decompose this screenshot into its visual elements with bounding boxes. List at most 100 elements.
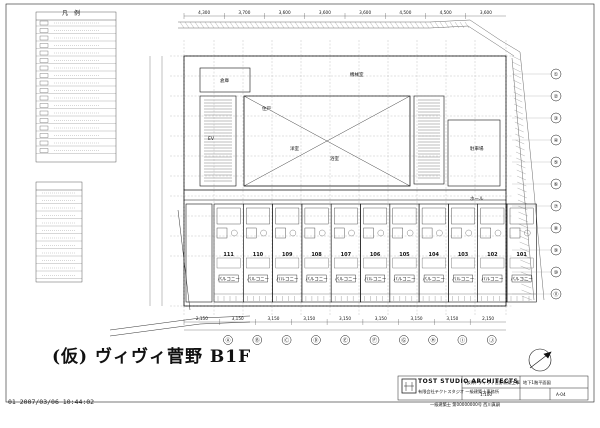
title-block bbox=[397, 375, 589, 401]
svg-text:Ⓘ: Ⓘ bbox=[460, 337, 465, 344]
unit-109: 109 バルコニー bbox=[272, 203, 303, 303]
svg-text:⑩: ⑩ bbox=[554, 270, 559, 276]
unit-105: 105 バルコニー bbox=[389, 203, 420, 303]
grid-bubble-right: ④ bbox=[512, 134, 562, 146]
dimension-top: 3,600 bbox=[359, 10, 371, 15]
unit-102: 102 バルコニー bbox=[477, 203, 508, 303]
room-label: 住戸 bbox=[262, 105, 271, 112]
unit-number: 110 bbox=[253, 252, 264, 258]
svg-text:②: ② bbox=[554, 94, 559, 100]
north-arrow-icon bbox=[528, 348, 552, 372]
svg-text:Ⓕ: Ⓕ bbox=[372, 337, 377, 344]
balcony-label: バルコニー bbox=[335, 277, 358, 283]
svg-text:Ⓖ: Ⓖ bbox=[401, 337, 406, 344]
grid-bubble-right: ⑧ bbox=[512, 222, 562, 234]
unit-107: 107 バルコニー bbox=[330, 203, 361, 303]
grid-bubble-right: ⑩ bbox=[512, 266, 562, 278]
dimension-top: 3,600 bbox=[319, 10, 331, 15]
unit-number: 109 bbox=[282, 252, 293, 258]
room-label: 倉庫 bbox=[220, 77, 229, 84]
grid-bubble-bottom: Ⓐ bbox=[223, 335, 233, 345]
dimension-bottom: 3,150 bbox=[411, 316, 423, 321]
unit-number: 101 bbox=[516, 252, 527, 258]
unit-number: 111 bbox=[223, 252, 234, 258]
unit-number: 103 bbox=[458, 252, 469, 258]
room-label: 駐車場 bbox=[470, 145, 484, 152]
unit-number: 102 bbox=[487, 252, 498, 258]
unit-number: 106 bbox=[370, 252, 381, 258]
fax-timestamp: 01 2007/03/06 10:44:02 bbox=[8, 398, 95, 406]
dimension-bottom: 3,150 bbox=[303, 316, 315, 321]
grid-bubble-right: ⑪ bbox=[512, 288, 562, 300]
unit-number: 107 bbox=[341, 252, 352, 258]
unit-number: 105 bbox=[399, 252, 410, 258]
svg-text:Ⓗ: Ⓗ bbox=[431, 337, 436, 344]
unit-number: 108 bbox=[311, 252, 322, 258]
grid-bubble-right: ② bbox=[512, 90, 562, 102]
svg-text:①: ① bbox=[554, 72, 559, 78]
building-outline bbox=[183, 55, 507, 307]
grid-bubble-bottom: Ⓖ bbox=[399, 335, 409, 345]
svg-text:Ⓓ: Ⓓ bbox=[313, 337, 318, 344]
grid-bubble-right: ⑤ bbox=[512, 156, 562, 168]
svg-text:⑦: ⑦ bbox=[554, 204, 559, 210]
unit-number: 104 bbox=[429, 252, 440, 258]
grid-bubble-right: ③ bbox=[512, 112, 562, 124]
svg-text:Ⓒ: Ⓒ bbox=[284, 337, 289, 344]
dimension-top: 3,700 bbox=[238, 10, 250, 15]
svg-text:③: ③ bbox=[554, 116, 558, 122]
dimension-top: 4,500 bbox=[440, 10, 452, 15]
balcony-label: バルコニー bbox=[510, 277, 533, 283]
balcony-label: バルコニー bbox=[423, 277, 446, 283]
svg-text:⑥: ⑥ bbox=[554, 182, 559, 188]
balcony-label: バルコニー bbox=[481, 277, 504, 283]
unit-row: 111バルコニー110バルコニー109バルコニー108バルコニー107バルコニー… bbox=[185, 203, 537, 303]
balcony-label: バルコニー bbox=[276, 277, 299, 283]
dimension-bottom: 3,150 bbox=[339, 316, 351, 321]
unit-108: 108 バルコニー bbox=[301, 203, 332, 303]
svg-text:Ⓔ: Ⓔ bbox=[343, 337, 348, 344]
grid-bubble-right: ⑥ bbox=[512, 178, 562, 190]
legend-title: 凡 例 bbox=[62, 10, 81, 17]
dimension-top: 4,300 bbox=[198, 10, 210, 15]
svg-text:Ⓑ: Ⓑ bbox=[255, 337, 260, 344]
svg-text:⑧: ⑧ bbox=[554, 226, 559, 232]
svg-text:Ⓐ: Ⓐ bbox=[225, 337, 230, 344]
balcony-label: バルコニー bbox=[305, 277, 328, 283]
dimension-bottom: 3,150 bbox=[446, 316, 458, 321]
svg-text:Ⓙ: Ⓙ bbox=[489, 337, 494, 344]
dimension-bottom: 2,150 bbox=[196, 316, 208, 321]
legend-panel bbox=[35, 11, 117, 283]
grid-bubble-right: ⑨ bbox=[512, 244, 562, 256]
grid-bubble-bottom: Ⓑ bbox=[252, 335, 263, 345]
grid-bubble-bottom: Ⓓ bbox=[311, 335, 321, 345]
room-label: 浴室 bbox=[330, 155, 339, 162]
drawing-title: 地下1階平面図 bbox=[523, 380, 551, 385]
dimension-bottom: 2,150 bbox=[482, 316, 494, 321]
dimension-lines bbox=[149, 15, 506, 331]
grid-bubble-bottom: Ⓘ bbox=[457, 335, 468, 345]
firm-name: TOST STUDIO ARCHITECTS bbox=[418, 378, 519, 385]
firm-name-jp: 有限会社テクトスタジオ 一級建築士事務所 bbox=[418, 389, 499, 394]
room-label: EV bbox=[208, 136, 215, 142]
drawing-scale: 1:100 bbox=[480, 392, 493, 397]
dimension-top: 3,600 bbox=[279, 10, 291, 15]
room-label: 機械室 bbox=[350, 71, 364, 78]
room-label: ホール bbox=[470, 196, 484, 202]
unit-101: 101 バルコニー bbox=[506, 203, 537, 303]
grid-bubble-right: ⑦ bbox=[512, 200, 562, 212]
grid-bubble-bottom: Ⓔ bbox=[340, 335, 350, 345]
balcony-label: バルコニー bbox=[393, 277, 416, 283]
room-label: 洋室 bbox=[290, 145, 299, 152]
svg-text:⑨: ⑨ bbox=[554, 248, 558, 254]
drawing-number: A-04 bbox=[556, 392, 566, 397]
dimension-bottom: 3,150 bbox=[267, 316, 279, 321]
balcony-label: バルコニー bbox=[247, 277, 270, 283]
svg-text:④: ④ bbox=[554, 138, 559, 144]
dimension-bottom: 3,150 bbox=[232, 316, 244, 321]
dimension-top: 4,500 bbox=[399, 10, 411, 15]
